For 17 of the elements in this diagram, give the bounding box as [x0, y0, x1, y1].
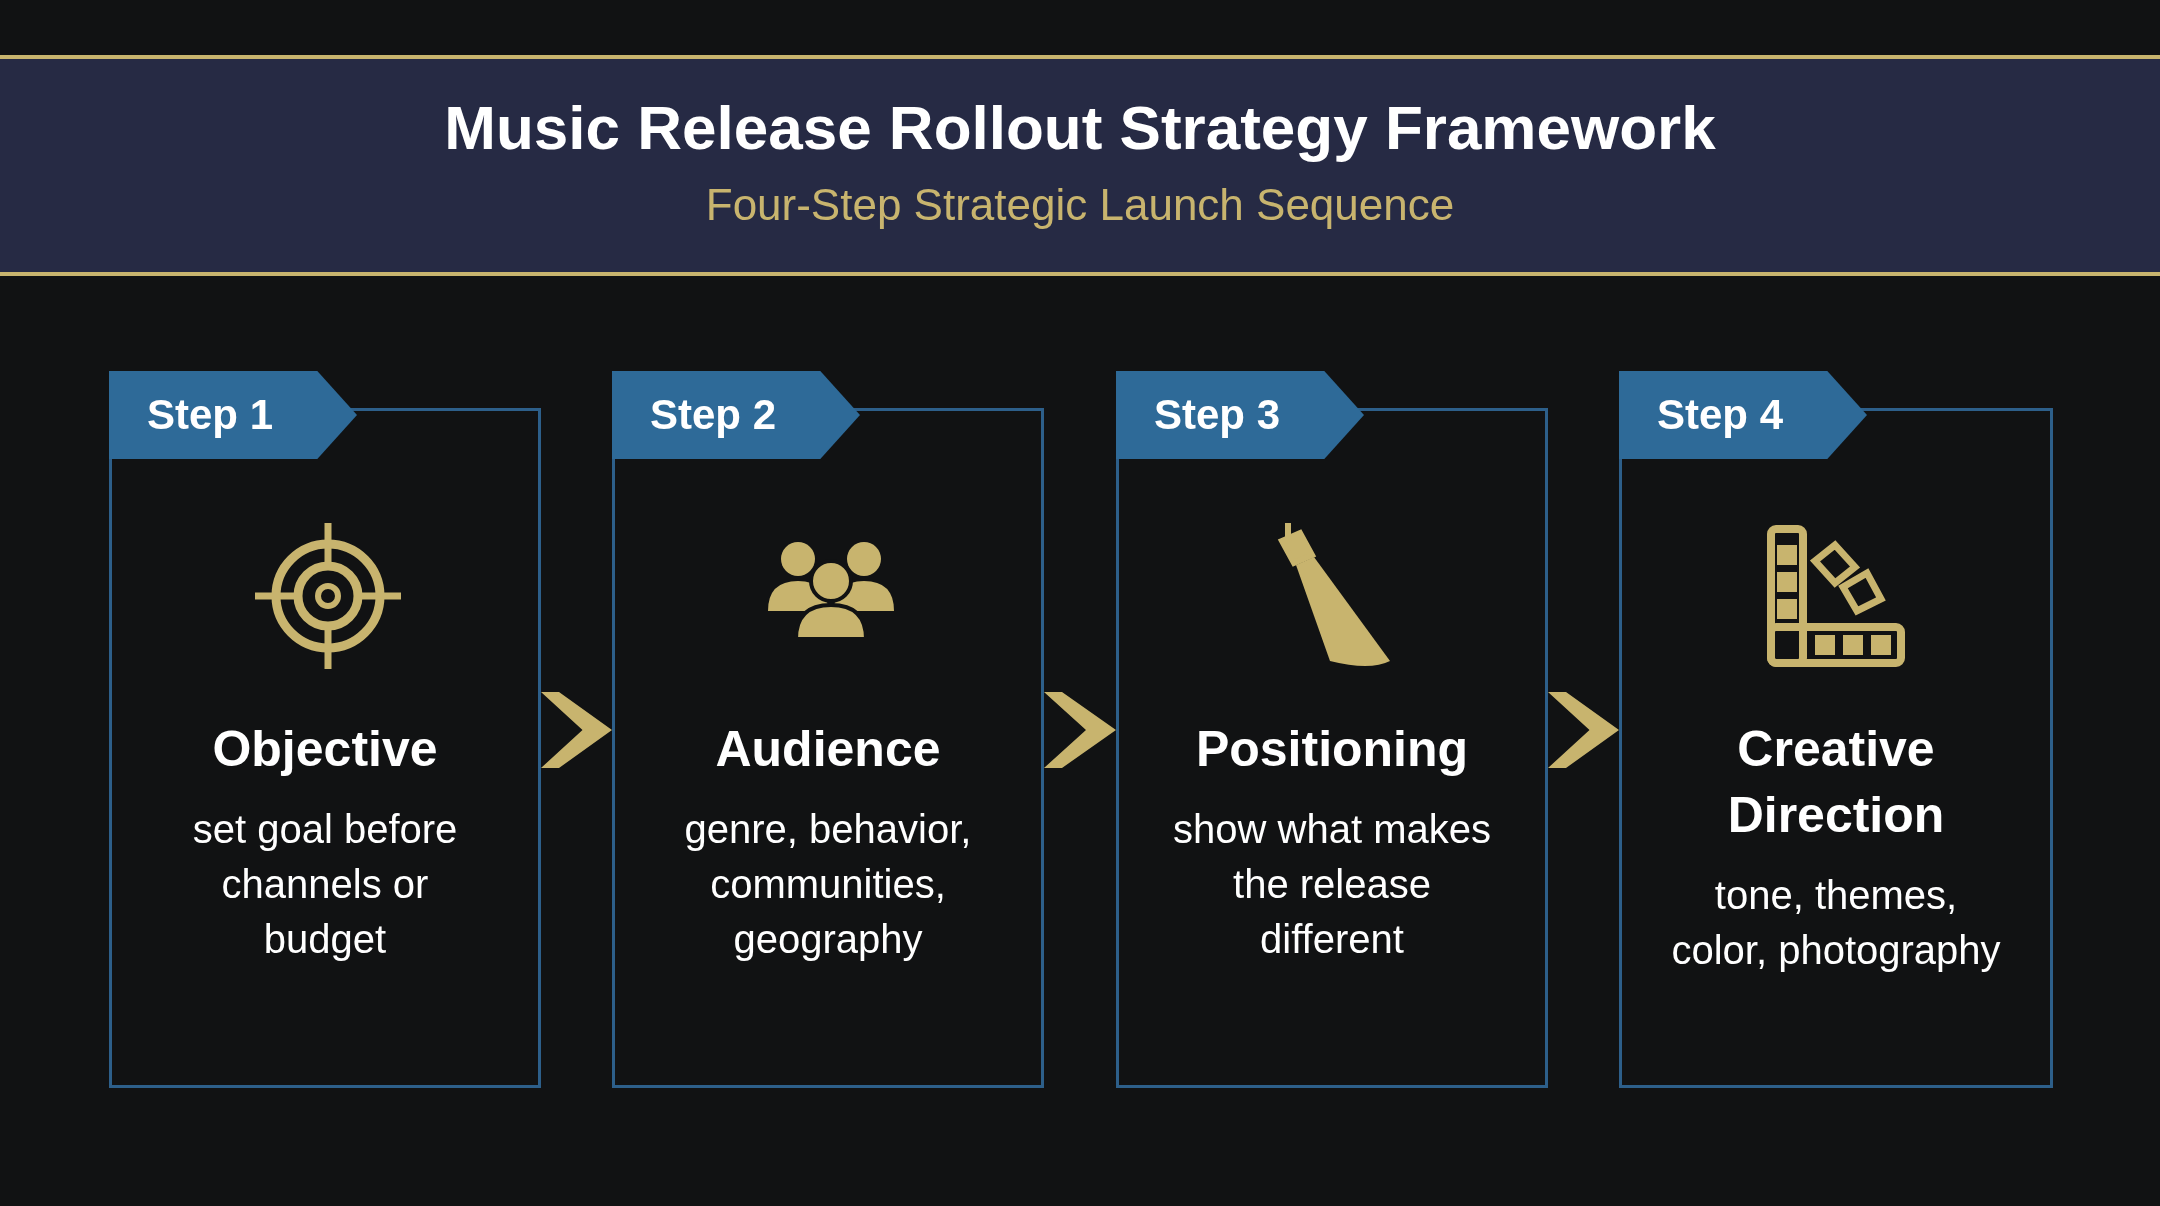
step-heading: Positioning — [1195, 720, 1469, 779]
step-heading: Creative Direction — [1726, 720, 1946, 845]
step-description: show what makes the release different — [1172, 806, 1492, 963]
title: Music Release Rollout Strategy Framework — [443, 92, 1717, 163]
chevron-arrow — [1044, 692, 1116, 768]
subtitle: Four-Step Strategic Launch Sequence — [704, 180, 1456, 230]
step-tab: Step 4 — [1619, 371, 1867, 459]
step-description: set goal before channels or budget — [191, 806, 459, 963]
step-tab: Step 2 — [612, 371, 860, 459]
step-heading: Audience — [715, 720, 941, 779]
step-description: genre, behavior, communities, geography — [683, 806, 973, 963]
step-description: tone, themes, color, photography — [1670, 872, 2002, 974]
step-tab: Step 3 — [1116, 371, 1364, 459]
step-tab: Step 1 — [109, 371, 357, 459]
step-heading: Objective — [212, 720, 438, 779]
chevron-arrow — [541, 692, 612, 768]
chevron-arrow — [1548, 692, 1619, 768]
